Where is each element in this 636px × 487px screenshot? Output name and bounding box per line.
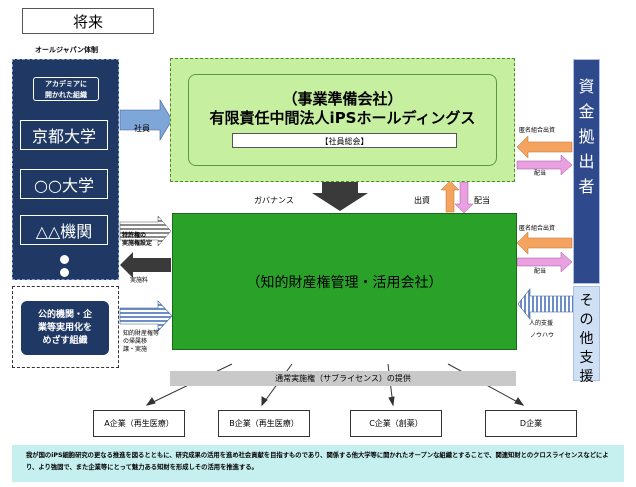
anon-invest-arrow-top [516, 135, 573, 159]
personnel-support-arrow [517, 288, 574, 320]
anon-invest-label-1: 匿名組合出資 [519, 127, 556, 134]
academia-box: アカデミアに 開かれた組織 [33, 77, 99, 101]
investment-label: 出資 [414, 196, 430, 205]
dividend-label-1: 配当 [534, 170, 547, 177]
ellipsis-dot [60, 268, 69, 277]
anon-invest-label-2: 匿名組合出資 [519, 225, 556, 232]
royalty-label: 実施料 [130, 277, 149, 284]
public-org-box: 公的機関・企 業等実用化を めざす組織 [21, 301, 109, 355]
all-japan-label: オールジャパン体制 [35, 46, 98, 54]
anon-invest-arrow-main [516, 231, 573, 255]
university-other: ○○大学 [20, 169, 108, 199]
dividend-arrow-main [516, 251, 573, 273]
company-c: C企業（創薬） [350, 410, 442, 437]
personnel-support-label: 人的支援 [529, 320, 554, 327]
dividend-top-label: 配当 [474, 196, 490, 205]
employee-meeting-box: 【社員総会】 [232, 133, 457, 148]
company-d: D企業 [485, 410, 577, 437]
ip-management-company-title: （知的財産権管理・活用会社） [246, 275, 443, 291]
page-title: 将来 [22, 8, 154, 34]
holding-company-line2: 有限責任中間法人iPSホールディングス [209, 109, 476, 127]
university-kyoto: 京都大学 [20, 120, 108, 150]
royalty-arrow [120, 252, 171, 278]
footer-note: 我が国のiPS細胞研究の更なる推進を図るとともに、研究成果の活用を進め社会貢献を… [12, 445, 624, 482]
funder-box: 資金拠出者 [573, 59, 600, 284]
holding-company-line1: （事業準備会社） [282, 90, 403, 108]
ip-management-company-box [172, 213, 517, 350]
ellipsis-dot [60, 255, 69, 264]
employee-label: 社員 [134, 124, 150, 133]
other-support-box: その他支援 [573, 286, 600, 385]
governance-label: ガバナンス [254, 196, 294, 205]
dividend-label-2: 配当 [534, 268, 547, 275]
dividend-down-arrow [454, 181, 474, 214]
license-bar: 通常実施権（サブライセンス）の提供 [170, 371, 516, 386]
patent-setting-label: 特許権の 実施権設定 [122, 232, 153, 247]
employee-arrow [119, 98, 173, 142]
company-a: A企業（再生医療） [93, 410, 185, 437]
dividend-arrow-top [516, 154, 573, 176]
knowhow-label: ノウハウ [530, 332, 555, 339]
holding-company-title: （事業準備会社） 有限責任中間法人iPSホールディングス [188, 90, 497, 128]
holding-company-box [188, 74, 497, 166]
institution-other: △△機関 [20, 215, 108, 245]
governance-arrow [312, 182, 368, 211]
patent-setting-arrow [119, 215, 172, 247]
investment-arrow [440, 180, 460, 213]
patent-transfer-arrow [119, 300, 173, 332]
company-b: B企業（再生医療） [218, 410, 310, 437]
patent-transfer-label: 知的財産権等 の帰属移 譲・実施 [123, 330, 160, 353]
